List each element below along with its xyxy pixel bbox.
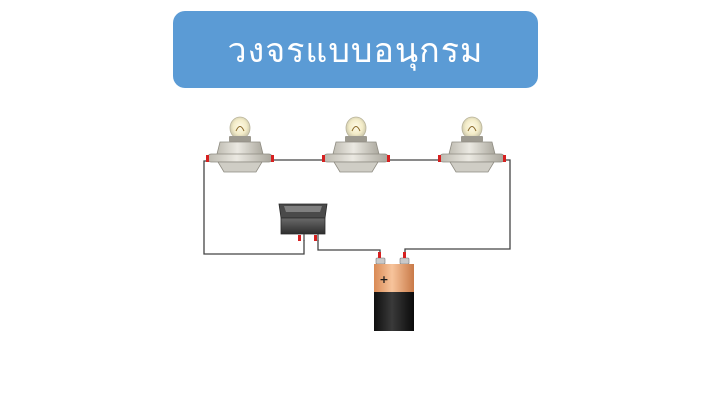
bulb-1 bbox=[206, 116, 274, 173]
bulb-glass bbox=[461, 116, 483, 140]
terminal bbox=[403, 252, 406, 258]
terminal bbox=[314, 235, 317, 241]
terminal bbox=[322, 155, 325, 162]
battery-terminal-negative bbox=[399, 257, 410, 265]
diagram-title: วงจรแบบอนุกรม bbox=[227, 30, 484, 71]
rocker-switch bbox=[278, 203, 328, 241]
terminal bbox=[298, 235, 301, 241]
wires bbox=[203, 159, 511, 259]
bulb-glass bbox=[345, 116, 367, 140]
wire-bulb3-battery bbox=[404, 159, 511, 259]
bulb-2 bbox=[322, 116, 390, 173]
battery-terminal-positive bbox=[375, 257, 386, 265]
terminal bbox=[378, 252, 381, 258]
wire-left-loop bbox=[203, 160, 305, 255]
bulb-3 bbox=[438, 116, 506, 173]
title-banner: วงจรแบบอนุกรม bbox=[173, 11, 538, 88]
battery: + bbox=[374, 252, 414, 331]
terminal bbox=[271, 155, 274, 162]
wire-switch-battery bbox=[317, 240, 381, 259]
battery-plus-symbol: + bbox=[379, 273, 388, 286]
terminal bbox=[387, 155, 390, 162]
terminal bbox=[503, 155, 506, 162]
terminal bbox=[438, 155, 441, 162]
terminal bbox=[206, 155, 209, 162]
bulb-glass bbox=[229, 116, 251, 140]
